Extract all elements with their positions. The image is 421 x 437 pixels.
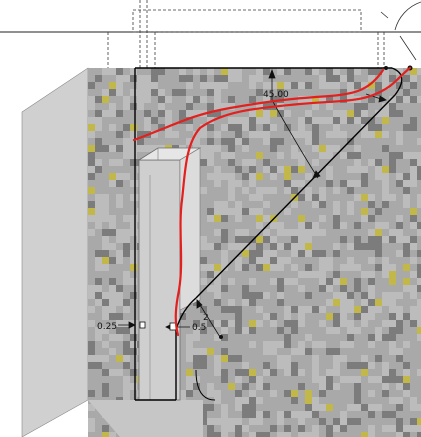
radius-dimension[interactable] xyxy=(196,299,221,338)
arc-feature xyxy=(394,1,421,31)
left-side-face xyxy=(21,67,89,437)
radius-label[interactable]: 2 xyxy=(203,313,209,323)
arc-leader xyxy=(399,35,417,61)
left-offset-dimension[interactable] xyxy=(118,321,146,329)
red-markup-strokes xyxy=(132,66,412,337)
angle-dimension[interactable] xyxy=(268,68,321,179)
right-offset-label[interactable]: 0.5 xyxy=(192,323,206,333)
sketch-point-top[interactable] xyxy=(384,66,388,70)
left-offset-label[interactable]: 0.25 xyxy=(97,322,117,332)
base-strip xyxy=(88,400,203,437)
slot-cavity xyxy=(137,147,202,401)
right-offset-dimension[interactable] xyxy=(165,322,190,331)
arc-tick xyxy=(380,11,389,19)
angle-dimension-label[interactable]: 45.00 xyxy=(263,90,289,100)
markup-stroke-upper xyxy=(132,68,385,142)
corner-dimension[interactable] xyxy=(365,93,387,103)
markup-stroke-lower xyxy=(174,66,412,337)
radius-center-point[interactable] xyxy=(219,335,223,339)
